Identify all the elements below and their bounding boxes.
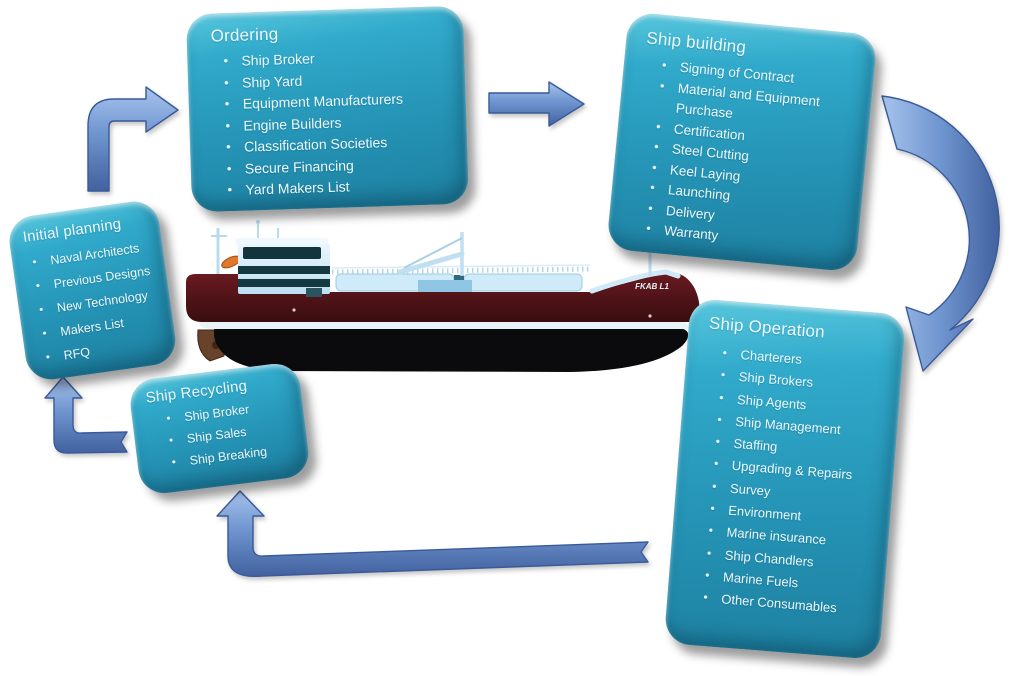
- box-item-list: Signing of Contract Material and Equipme…: [663, 58, 858, 259]
- box-title: Ship Operation: [708, 313, 826, 342]
- ship-bridge-windows: [243, 247, 321, 259]
- box-item-list: Naval Architects Previous Designs New Te…: [49, 234, 172, 368]
- box-item-list: Ship Broker Ship Sales Ship Breaking: [183, 393, 301, 472]
- ship-hatch-cover: [463, 273, 583, 292]
- ship-bridge-roof: [236, 238, 328, 246]
- ship-hull-stripe: [198, 321, 690, 329]
- ship-bow-cap: [589, 269, 681, 294]
- ship-propeller-hub: [212, 341, 220, 349]
- box-ship-operation: Ship Operation Charterers Ship Brokers S…: [663, 298, 907, 660]
- ship-vent-grid: [306, 288, 322, 297]
- box-ordering: Ordering Ship Broker Ship Yard Equipment…: [185, 5, 470, 213]
- ship-crane-stay: [403, 237, 463, 269]
- ship-superstructure: [238, 244, 330, 294]
- ship-railing-top: [331, 264, 591, 269]
- box-ship-recycling: Ship Recycling Ship Broker Ship Sales Sh…: [127, 361, 312, 496]
- box-ship-building: Ship building Signing of Contract Materi…: [606, 11, 878, 273]
- ship-railing-posts: [331, 266, 591, 275]
- box-title: Ship building: [645, 28, 747, 57]
- ship-hull-upper: [186, 272, 700, 322]
- box-item-list: Ship Broker Ship Yard Equipment Manufact…: [241, 44, 453, 201]
- box-item-list: Charterers Ship Brokers Ship Agents Ship…: [720, 344, 891, 623]
- ship-superstructure-band: [238, 266, 330, 274]
- arrow-ship-recycling-to-initial-planning: [44, 376, 128, 454]
- arrow-initial-planning-to-ordering: [87, 86, 179, 192]
- ship-draft-mark: [648, 314, 652, 318]
- box-initial-planning: Initial planning Naval Architects Previo…: [6, 198, 179, 383]
- arrow-ship-operation-to-ship-recycling: [216, 490, 649, 578]
- ship-rudder: [197, 329, 225, 362]
- ship-hatch-gap: [454, 275, 464, 290]
- box-title: Ordering: [210, 24, 279, 46]
- ship-superstructure-band: [238, 279, 330, 287]
- ship-lifeboat: [221, 255, 241, 269]
- arrow-ordering-to-ship-building: [488, 81, 585, 127]
- ship-crane-boom: [397, 251, 465, 275]
- ship-radar-dome: [256, 220, 260, 224]
- ship-deck-house: [418, 280, 472, 292]
- ship-hatch-cover: [335, 273, 455, 292]
- ship-draft-mark: [292, 308, 296, 312]
- ship-name-label: FKAB L1: [635, 282, 669, 291]
